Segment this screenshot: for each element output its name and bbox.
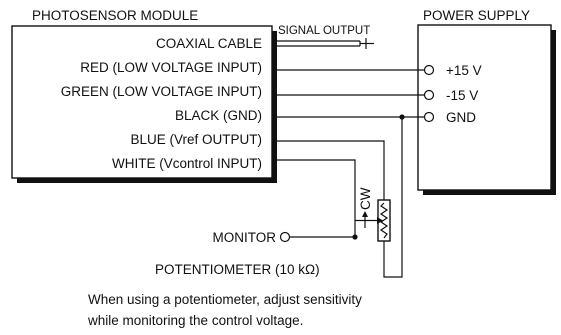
terminal-label-minus15v: -15 V — [446, 88, 478, 103]
potentiometer-wiper-arrow — [377, 217, 383, 224]
coaxial-cable-wire — [272, 38, 374, 49]
signal-output-label: SIGNAL OUTPUT — [278, 25, 370, 37]
note-line-1: When using a potentiometer, adjust sensi… — [88, 292, 362, 307]
cw-label: CW — [358, 187, 373, 210]
potentiometer-label: POTENTIOMETER (10 kΩ) — [155, 262, 320, 277]
cw-arrow-head-icon — [362, 211, 368, 217]
terminal-gnd — [423, 111, 435, 123]
terminal-plus15v — [423, 64, 435, 76]
monitor-terminal — [279, 231, 291, 243]
note-line-2: while monitoring the control voltage. — [87, 313, 303, 328]
power-supply-title: POWER SUPPLY — [423, 8, 530, 23]
lead-label-coaxial: COAXIAL CABLE — [156, 36, 262, 51]
module-title: PHOTOSENSOR MODULE — [32, 8, 198, 23]
terminal-minus15v — [423, 89, 435, 101]
monitor-label: MONITOR — [213, 230, 277, 245]
photosensor-module-box — [11, 25, 273, 179]
blue-wire — [272, 140, 385, 200]
lead-label-blue: BLUE (Vref OUTPUT) — [130, 132, 262, 147]
potentiometer-resistor-zigzag — [379, 202, 389, 239]
white-wire — [272, 159, 356, 237]
lead-label-black: BLACK (GND) — [175, 108, 262, 123]
terminal-label-gnd: GND — [446, 110, 476, 125]
terminal-label-plus15v: +15 V — [446, 63, 482, 78]
lead-label-white: WHITE (Vcontrol INPUT) — [112, 156, 262, 171]
power-supply-box — [417, 24, 552, 191]
gnd-return-wire — [383, 117, 403, 278]
lead-label-red: RED (LOW VOLTAGE INPUT) — [80, 60, 262, 75]
lead-label-green: GREEN (LOW VOLTAGE INPUT) — [61, 84, 262, 99]
